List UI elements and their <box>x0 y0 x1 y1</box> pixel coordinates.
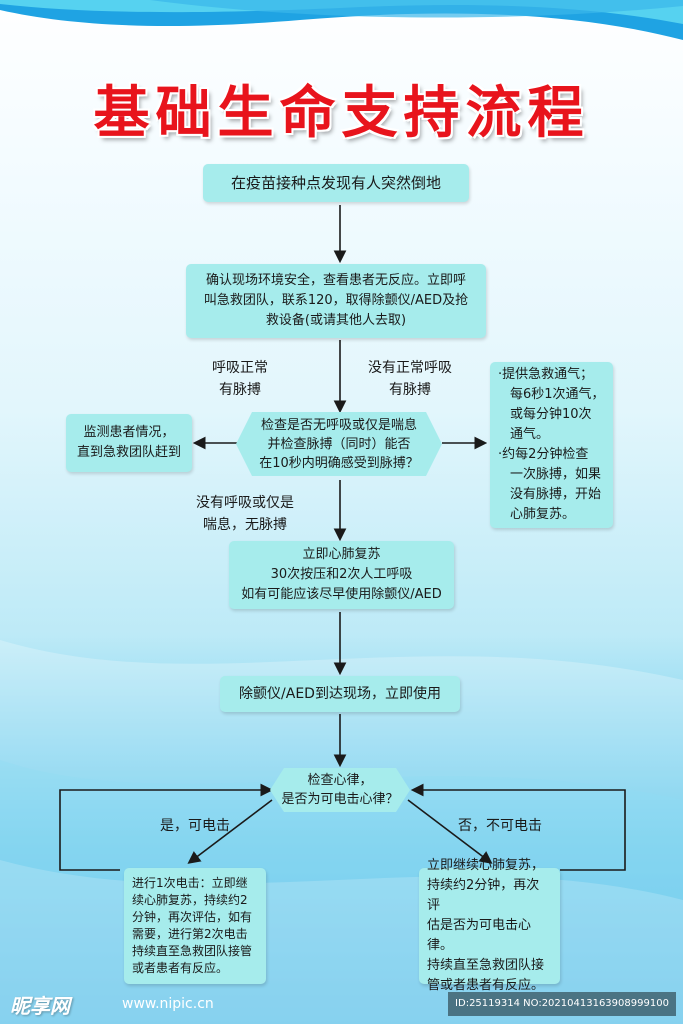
node-monitor-line: 监测患者情况， <box>83 425 175 440</box>
page-title: 基础生命支持流程 <box>93 81 590 146</box>
node-confirm-line: 确认现场环境安全，查看患者无反应。立即呼 <box>205 273 466 288</box>
node-no-shock-line: 立即继续心肺复苏， <box>427 858 545 873</box>
step-text: 通气。 <box>510 427 550 442</box>
node-no-shock: 立即继续心肺复苏， 持续约2分钟，再次评 估是否为可电击心律。 持续直至急救团队… <box>419 858 560 993</box>
decision-line: 检查是否无呼吸或仅是喘息 <box>260 417 417 433</box>
decision-line: 在10秒内明确感受到脉搏？ <box>259 455 419 471</box>
ventilation-step: ·约每2分钟检查一次脉搏，如果没有脉搏，开始心肺复苏。 <box>498 445 605 525</box>
label-no-breath: 没有呼吸或仅是 喘息，无脉搏 <box>180 492 310 536</box>
node-shock-line: 分钟，再次评估，如有 <box>132 910 253 924</box>
ventilation-step: ·提供急救通气； 每6秒1次通气， 或每分钟10次通气。 <box>498 365 605 445</box>
decision-check-breath: 检查是否无呼吸或仅是喘息 并检查脉搏（同时）能否 在10秒内明确感受到脉搏？ <box>236 412 442 476</box>
node-confirm-line: 救设备(或请其他人去取) <box>265 313 407 328</box>
node-no-shock-line: 管或者患者有反应。 <box>427 978 545 993</box>
bullet: · <box>498 367 503 382</box>
step-text: 或每分钟10次 <box>510 407 592 422</box>
node-shock-line: 持续直至急救团队接管 <box>132 944 253 958</box>
step-text: 约每2分钟检查 <box>502 447 589 462</box>
node-shock: 进行1次电击：立即继 续心肺复苏，持续约2 分钟，再次评估，如有 需要，进行第2… <box>124 868 266 984</box>
node-discover-text: 在疫苗接种点发现有人突然倒地 <box>230 174 441 192</box>
node-ventilation: ·提供急救通气；每6秒1次通气，或每分钟10次通气。 ·约每2分钟检查一次脉搏，… <box>490 362 613 528</box>
label-no-normal-breath: 没有正常呼吸 有脉搏 <box>355 357 465 401</box>
watermark-url: www.nipic.cn <box>122 996 214 1012</box>
decision-line: 是否为可电击心律？ <box>281 792 399 807</box>
node-monitor: 监测患者情况， 直到急救团队赶到 <box>66 414 192 472</box>
label-line: 没有正常呼吸 <box>368 360 452 376</box>
node-no-shock-line: 估是否为可电击心律。 <box>427 918 532 953</box>
label-normal-breath: 呼吸正常 有脉搏 <box>200 357 280 401</box>
watermark-id: ID:25119314 NO:20210413163908999100 <box>448 992 676 1016</box>
label-line: 有脉搏 <box>389 382 431 398</box>
top-wave-decoration <box>0 0 683 40</box>
node-confirm: 确认现场环境安全，查看患者无反应。立即呼 叫急救团队，联系120，取得除颤仪/A… <box>186 264 486 338</box>
node-no-shock-line: 持续约2分钟，再次评 <box>427 878 540 913</box>
step-text: 提供急救通气； <box>502 367 594 382</box>
label-line: 没有呼吸或仅是 <box>196 495 294 511</box>
node-aed-arrive: 除颤仪/AED到达现场，立即使用 <box>220 676 460 712</box>
step-text: 心肺复苏。 <box>510 507 576 522</box>
bullet: · <box>498 447 503 462</box>
node-shock-line: 或者患者有反应。 <box>132 961 229 975</box>
step-text: 每6秒1次通气， <box>510 387 605 402</box>
node-shock-line: 需要，进行第2次电击 <box>132 927 248 941</box>
node-cpr-line: 立即心肺复苏 <box>302 547 381 562</box>
node-aed-text: 除颤仪/AED到达现场，立即使用 <box>239 686 441 702</box>
label-line: 喘息，无脉搏 <box>203 517 287 533</box>
label-yes-shock: 是，可电击 <box>160 818 230 834</box>
decision-check-rhythm: 检查心律， 是否为可电击心律？ <box>270 768 410 812</box>
step-text: 没有脉搏，开始 <box>510 487 602 502</box>
node-confirm-line: 叫急救团队，联系120，取得除颤仪/AED及抢 <box>203 293 469 308</box>
label-no-shock: 否，不可电击 <box>458 818 542 834</box>
label-line: 呼吸正常 <box>212 360 268 376</box>
step-text: 一次脉搏，如果 <box>510 467 602 482</box>
decision-line: 并检查脉搏（同时）能否 <box>267 436 411 452</box>
node-cpr-line: 30次按压和2次人工呼吸 <box>270 567 413 582</box>
node-discover: 在疫苗接种点发现有人突然倒地 <box>203 164 469 202</box>
node-no-shock-line: 持续直至急救团队接 <box>427 958 545 973</box>
node-monitor-line: 直到急救团队赶到 <box>76 445 181 460</box>
label-line: 有脉搏 <box>219 382 261 398</box>
watermark-logo: 昵享网 <box>10 994 70 1018</box>
node-cpr: 立即心肺复苏 30次按压和2次人工呼吸 如有可能应该尽早使用除颤仪/AED <box>229 541 454 609</box>
node-shock-line: 续心肺复苏，持续约2 <box>132 893 248 907</box>
decision-line: 检查心律， <box>307 773 373 788</box>
node-cpr-line: 如有可能应该尽早使用除颤仪/AED <box>241 587 442 602</box>
node-shock-line: 进行1次电击：立即继 <box>132 876 248 890</box>
